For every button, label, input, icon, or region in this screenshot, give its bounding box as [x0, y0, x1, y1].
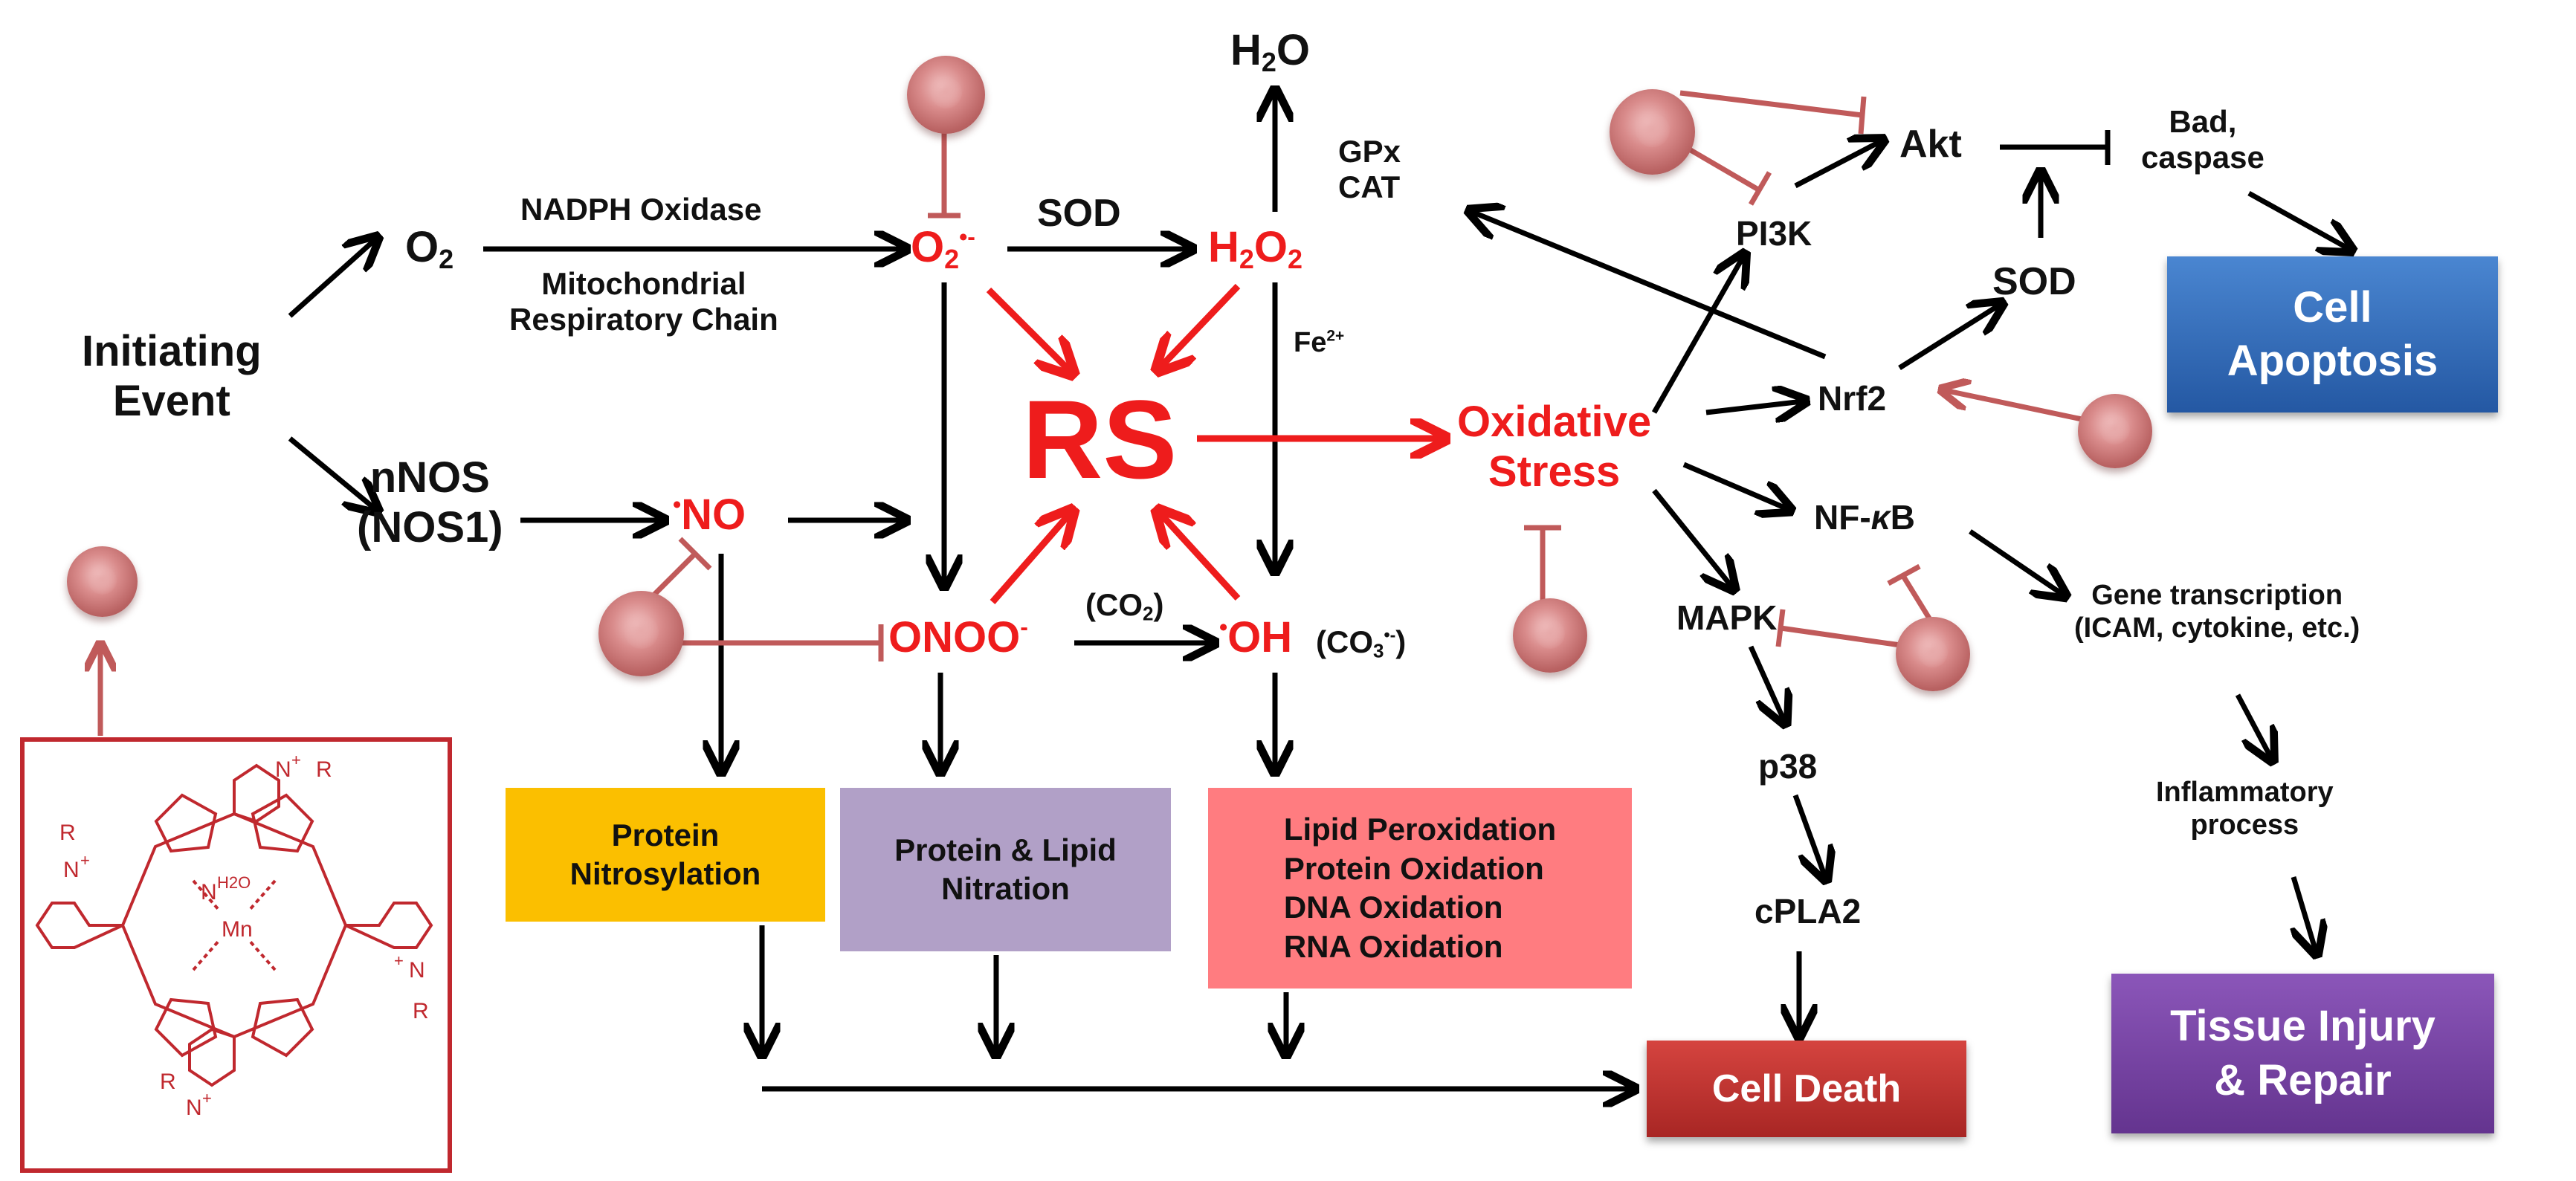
structure-n-top: N [275, 757, 291, 782]
structure-n-right: N [409, 958, 425, 983]
node-nnos: nNOS(NOS1) [357, 453, 503, 551]
node-no: •NO [673, 491, 746, 539]
label-co3: (CO3•-) [1316, 624, 1407, 662]
arrow-nrf2-to-sod [1898, 305, 2000, 370]
box-cell-death: Cell Death [1647, 1041, 1966, 1137]
mn-porphyrin-cell-icon [1513, 598, 1587, 673]
arrow-oh-to-rs [1160, 513, 1241, 601]
arrow-stress-to-nfkb [1682, 462, 1788, 509]
structure-plus-bottom: + [202, 1089, 212, 1107]
mn-porphyrin-cell-icon [2078, 394, 2152, 468]
arrow-onoo-to-rs [990, 513, 1071, 604]
node-rs: RS [1022, 377, 1178, 502]
arrow-inflammatory-to-tissue [2293, 876, 2316, 951]
inhibit-cell-nfkb [1901, 575, 1935, 626]
label-nadph-oxidase: NADPH Oxidase [520, 192, 762, 227]
node-cpla2: cPLA2 [1755, 892, 1862, 931]
structure-n-left: N [63, 858, 80, 882]
node-hydroxyl: •OH [1219, 613, 1293, 661]
arrow-pi3k-to-akt [1794, 141, 1881, 189]
mn-porphyrin-structure [20, 737, 452, 1173]
inhibit-cell-mapk [1780, 625, 1911, 650]
arrow-bad-to-apoptosis [2247, 190, 2349, 249]
structure-r-top: R [316, 757, 332, 782]
box-tissue-injury: Tissue Injury& Repair [2111, 974, 2494, 1133]
structure-h2o: H2O [217, 873, 251, 892]
arrow-stress-to-mapk [1652, 488, 1732, 587]
node-h2o2: H2O2 [1208, 223, 1303, 274]
structure-r-bottom: R [160, 1070, 176, 1094]
structure-metal: Mn [222, 917, 253, 942]
node-o2: O2 [405, 223, 454, 274]
node-mapk: MAPK [1676, 598, 1778, 637]
label-fe2: Fe2+ [1294, 327, 1345, 358]
structure-plus-top: + [291, 751, 301, 769]
mn-porphyrin-cell-icon [1896, 617, 1970, 691]
arrow-superoxide-to-rs [986, 287, 1071, 372]
arrow-gene-to-inflammatory [2235, 693, 2271, 758]
label-co2: (CO2) [1085, 587, 1164, 625]
inhibit-cell-akt [1679, 90, 1863, 118]
structure-n-h2o: N [201, 880, 217, 905]
structure-r-right: R [413, 999, 429, 1023]
arrow-nfkb-to-gene [1969, 529, 2063, 595]
arrow-mapk-to-p38 [1748, 645, 1784, 721]
arrow-initiating-to-o2 [288, 239, 375, 318]
arrow-initiating-to-nnos [288, 436, 375, 509]
arrow-h2o2-to-rs [1160, 283, 1241, 368]
structure-plus-left: + [80, 851, 90, 870]
node-akt: Akt [1899, 123, 1962, 166]
structure-r-left: R [59, 821, 76, 845]
structure-n-bottom: N [186, 1096, 202, 1120]
arrow-p38-to-cpla2 [1792, 794, 1825, 877]
mn-porphyrin-cell-icon [67, 546, 138, 617]
arrow-stress-to-pi3k [1651, 256, 1743, 414]
node-superoxide: O2•- [911, 223, 975, 274]
structure-plus-right: + [394, 951, 404, 970]
arrow-cell-to-nrf2 [1944, 390, 2086, 423]
arrow-stress-to-nrf2 [1705, 401, 1803, 412]
label-sod-enzyme: SOD [1037, 192, 1121, 235]
node-sod-right: SOD [1992, 260, 2076, 303]
node-nfkb: NF-κB [1814, 498, 1915, 537]
node-onoo: ONOO- [888, 613, 1028, 661]
node-p38: p38 [1758, 747, 1818, 786]
mn-porphyrin-cell-icon [1610, 89, 1695, 175]
node-gene-transcription: Gene transcription(ICAM, cytokine, etc.) [2074, 580, 2360, 644]
node-pi3k: PI3K [1736, 214, 1812, 253]
mn-porphyrin-cell-icon [907, 56, 985, 134]
node-h2o: H2O [1230, 26, 1311, 77]
arrow-nrf2-to-gpx [1472, 212, 1827, 360]
node-bad-caspase: Bad,caspase [2141, 104, 2265, 175]
node-nrf2: Nrf2 [1818, 379, 1887, 418]
mn-porphyrin-cell-icon [598, 591, 684, 676]
